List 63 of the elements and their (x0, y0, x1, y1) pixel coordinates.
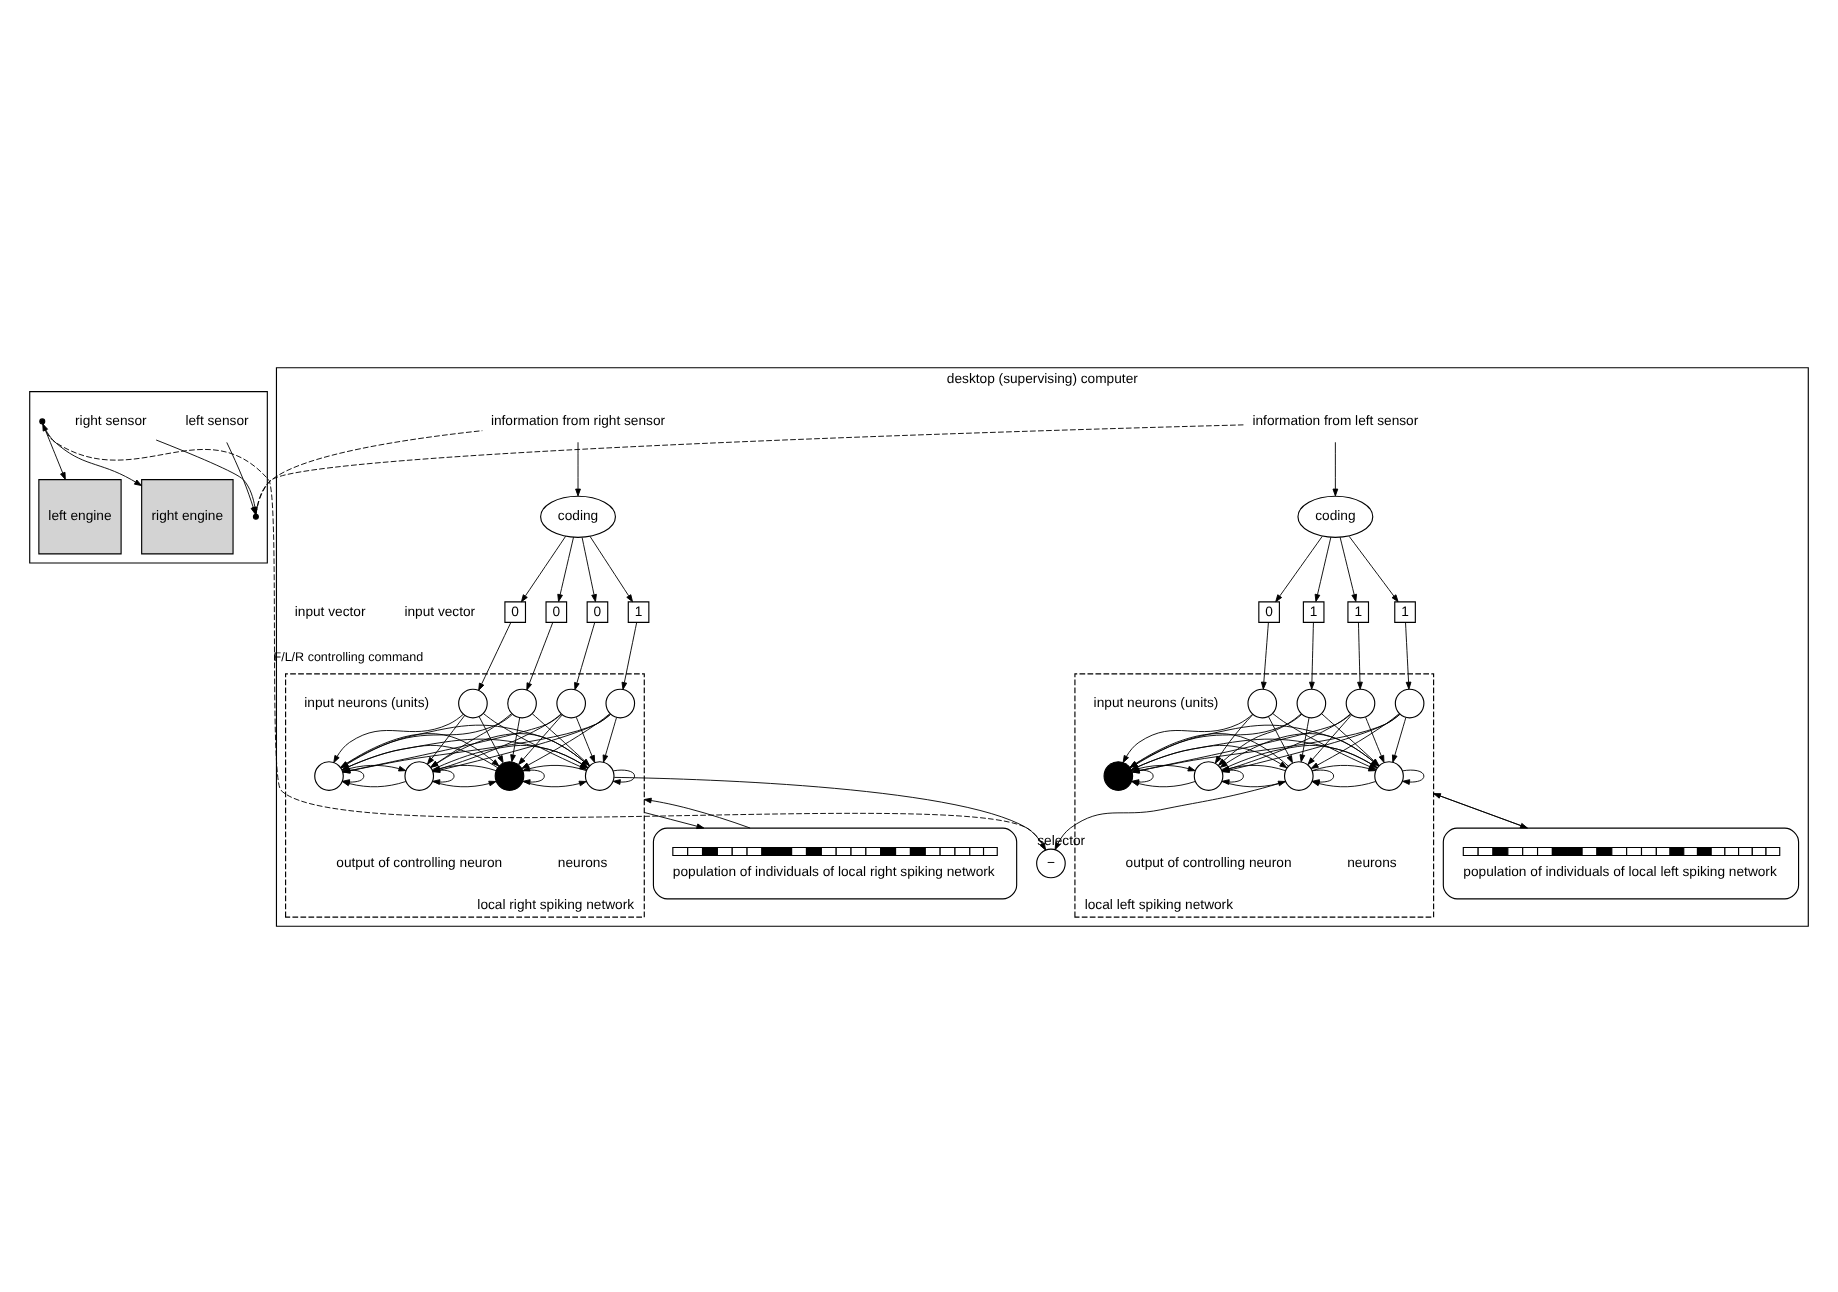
arrow (478, 621, 512, 690)
node-circle (314, 760, 344, 790)
node-circle (1103, 760, 1134, 790)
arrow (1314, 535, 1332, 601)
arrow (575, 715, 596, 762)
node-point (39, 417, 46, 424)
arrow (478, 715, 504, 763)
arrow (557, 535, 574, 601)
cluster (29, 390, 268, 563)
node-circle (1283, 760, 1314, 790)
arrow (427, 713, 466, 764)
arrow (1402, 768, 1425, 784)
arrow (643, 811, 705, 829)
arrow (430, 712, 512, 767)
node-circle (605, 687, 636, 718)
arrow (581, 536, 597, 601)
node-circle (404, 760, 435, 790)
arrow (1307, 713, 1352, 764)
arrow (1391, 716, 1407, 762)
arrow (510, 716, 521, 762)
arrow (1129, 732, 1289, 767)
arrow (612, 768, 636, 784)
arrow (1214, 713, 1254, 763)
node-circle (1374, 760, 1404, 790)
arrow (589, 534, 633, 602)
arrow (333, 712, 464, 763)
node-circle (1296, 687, 1327, 718)
arrow (1365, 715, 1385, 762)
arrow (1122, 712, 1254, 763)
arrow (1129, 712, 1303, 767)
arrow (1357, 621, 1363, 689)
arrow (1218, 712, 1302, 765)
arrow (518, 713, 563, 764)
node-circle (1345, 687, 1376, 718)
arrow (1348, 534, 1399, 602)
arrow (526, 621, 554, 690)
node-circle (507, 687, 537, 718)
arrow (1339, 535, 1357, 601)
arrow (575, 440, 581, 496)
arrow (521, 534, 567, 602)
arrow (1405, 621, 1412, 689)
arrow (1433, 792, 1528, 828)
connector (255, 423, 1245, 514)
arrow (613, 775, 1047, 850)
node-circle (494, 760, 525, 790)
arrow (574, 621, 596, 690)
node-circle (458, 687, 488, 718)
arrow (1309, 621, 1315, 689)
arrow (643, 796, 751, 828)
arrow (1332, 440, 1339, 496)
node-circle (1394, 687, 1425, 718)
node-circle (584, 760, 615, 790)
node-point (252, 512, 259, 519)
arrow (1275, 534, 1323, 602)
node-circle (1193, 760, 1224, 790)
node-circle (1247, 687, 1278, 718)
arrow (621, 621, 638, 689)
node-circle (556, 687, 587, 718)
arrow (1299, 716, 1310, 762)
connector (255, 429, 483, 514)
arrow (602, 716, 617, 762)
arrow (1268, 715, 1293, 763)
arrow (1260, 621, 1269, 689)
